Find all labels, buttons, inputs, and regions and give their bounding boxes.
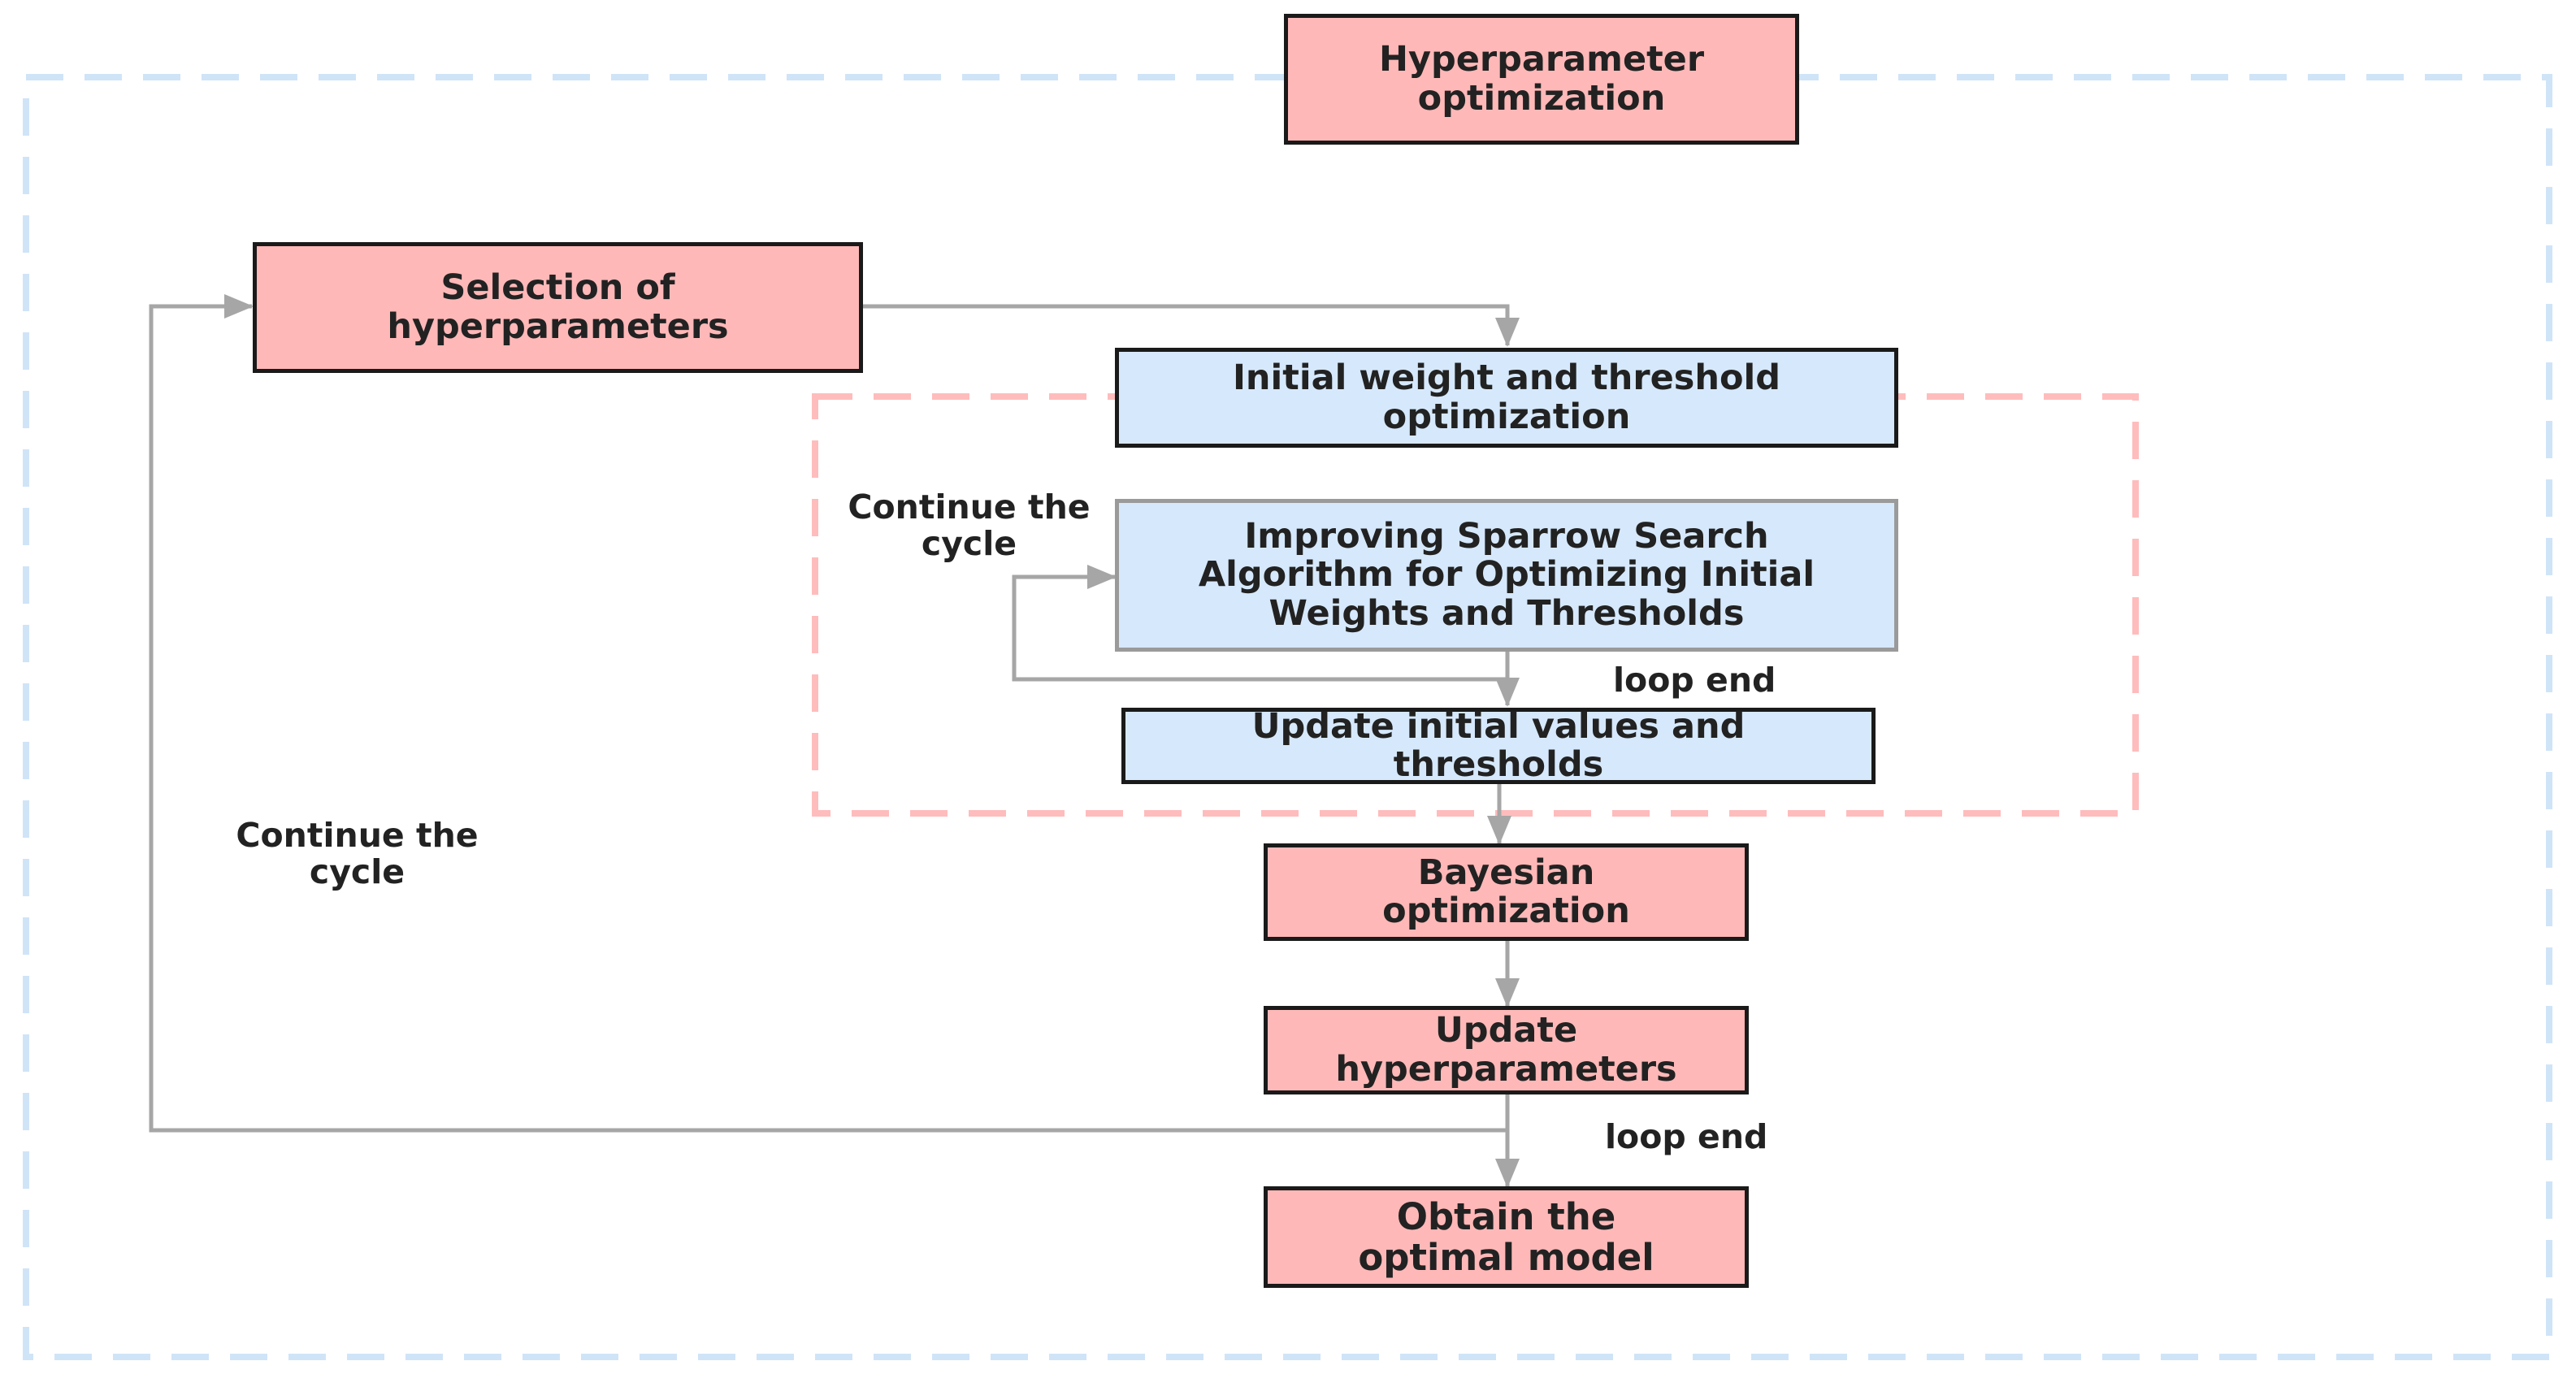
arrow-outer-loop-back xyxy=(149,294,1507,1133)
node-update-hyperparameters: Update hyperparameters xyxy=(1264,1006,1749,1094)
arrow-inner-loop-back xyxy=(1012,565,1507,682)
label-continue-cycle-inner: Continue the cycle xyxy=(848,488,1091,564)
node-improving-sparrow-search: Improving Sparrow Search Algorithm for O… xyxy=(1115,499,1898,652)
label-continue-cycle-outer: Continue the cycle xyxy=(236,816,479,892)
node-initial-weight-threshold: Initial weight and threshold optimizatio… xyxy=(1115,348,1898,448)
node-selection-of-hyperparameters: Selection of hyperparameters xyxy=(253,242,863,373)
label-loop-end-outer: loop end xyxy=(1605,1117,1768,1156)
arrow-selection-to-initial-weight xyxy=(861,304,1520,347)
node-hyperparameter-optimization: Hyperparameter optimization xyxy=(1284,14,1799,145)
label-loop-end-inner: loop end xyxy=(1613,661,1776,700)
node-bayesian-optimization: Bayesian optimization xyxy=(1264,843,1749,941)
node-update-initial-values: Update initial values and thresholds xyxy=(1121,707,1876,784)
node-obtain-optimal-model: Obtain the optimal model xyxy=(1264,1186,1749,1288)
